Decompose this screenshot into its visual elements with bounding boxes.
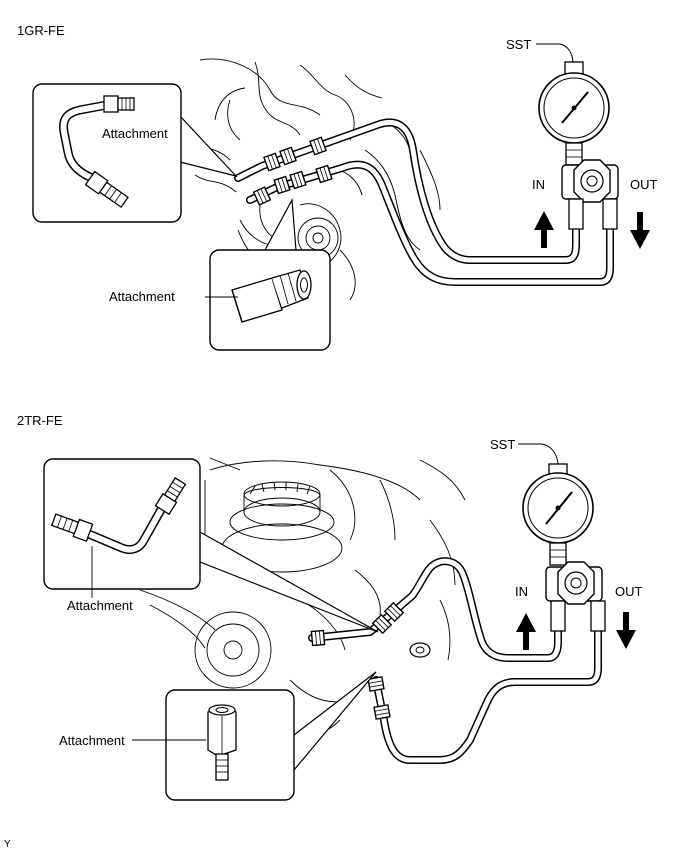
hose-fittings-1gr — [252, 136, 333, 206]
attachment-inset-straight-1gr — [209, 197, 331, 351]
flow-arrows-1gr — [534, 211, 650, 249]
attachment-label-elbow-2tr: Attachment — [67, 598, 133, 613]
pressure-hose-in-1gr — [234, 118, 580, 264]
hose-fittings-2tr — [310, 602, 431, 720]
in-label-2tr: IN — [515, 584, 528, 599]
out-label-1gr: OUT — [630, 177, 658, 192]
out-label-2tr: OUT — [615, 584, 643, 599]
attachment-label-straight-2tr: Attachment — [59, 733, 125, 748]
pressure-gauge-sst-1gr — [536, 43, 619, 230]
pressure-hose-out-1gr — [246, 160, 614, 286]
sst-label-2tr: SST — [490, 437, 516, 452]
attachment-label-elbow-1gr: Attachment — [102, 126, 168, 141]
sst-label-1gr: SST — [506, 37, 532, 52]
pressure-hose-in-2tr — [308, 557, 562, 662]
in-label-1gr: IN — [532, 177, 545, 192]
engine-title-2tr: 2TR-FE — [17, 413, 63, 428]
pressure-gauge-sst-2tr — [518, 443, 606, 632]
attachment-label-straight-1gr: Attachment — [109, 289, 175, 304]
flow-arrows-2tr — [516, 612, 636, 650]
engine-title-1gr: 1GR-FE — [17, 23, 65, 38]
attachment-inset-elbow-1gr — [32, 83, 238, 223]
pressure-hose-out-2tr — [372, 611, 602, 764]
engine-sketch-1gr — [184, 58, 441, 301]
attachment-inset-straight-2tr — [165, 671, 377, 801]
attachment-inset-elbow-2tr — [43, 458, 379, 633]
footer-code: Y — [4, 839, 11, 850]
